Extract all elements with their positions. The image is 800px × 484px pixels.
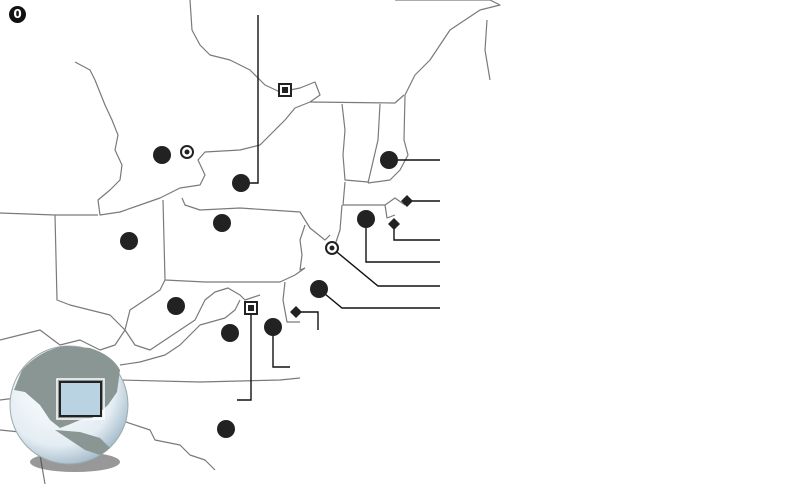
globe-land-central-america (55, 430, 110, 455)
city-dot-marker[interactable] (213, 214, 231, 232)
diamond-marker[interactable] (290, 306, 302, 318)
city-dot-marker[interactable] (217, 420, 235, 438)
globe-inset (9, 345, 129, 472)
city-dot-marker[interactable] (120, 232, 138, 250)
square-marker-center (282, 87, 288, 93)
city-dot-marker[interactable] (221, 324, 239, 342)
map-number-badge: 0 (9, 6, 26, 23)
globe-focus-box (59, 381, 102, 417)
square-marker-center (248, 305, 254, 311)
diamond-marker[interactable] (401, 195, 413, 207)
target-marker-center (184, 149, 190, 155)
city-dot-marker[interactable] (310, 280, 328, 298)
state-borders (0, 0, 501, 484)
leader-lines (237, 15, 440, 401)
diamond-marker[interactable] (388, 218, 400, 230)
markers (120, 83, 413, 438)
city-dot-marker[interactable] (380, 151, 398, 169)
city-dot-marker[interactable] (232, 174, 250, 192)
target-marker-center (329, 245, 335, 251)
city-dot-marker[interactable] (167, 297, 185, 315)
city-dot-marker[interactable] (264, 318, 282, 336)
city-dot-marker[interactable] (153, 146, 171, 164)
city-dot-marker[interactable] (357, 210, 375, 228)
